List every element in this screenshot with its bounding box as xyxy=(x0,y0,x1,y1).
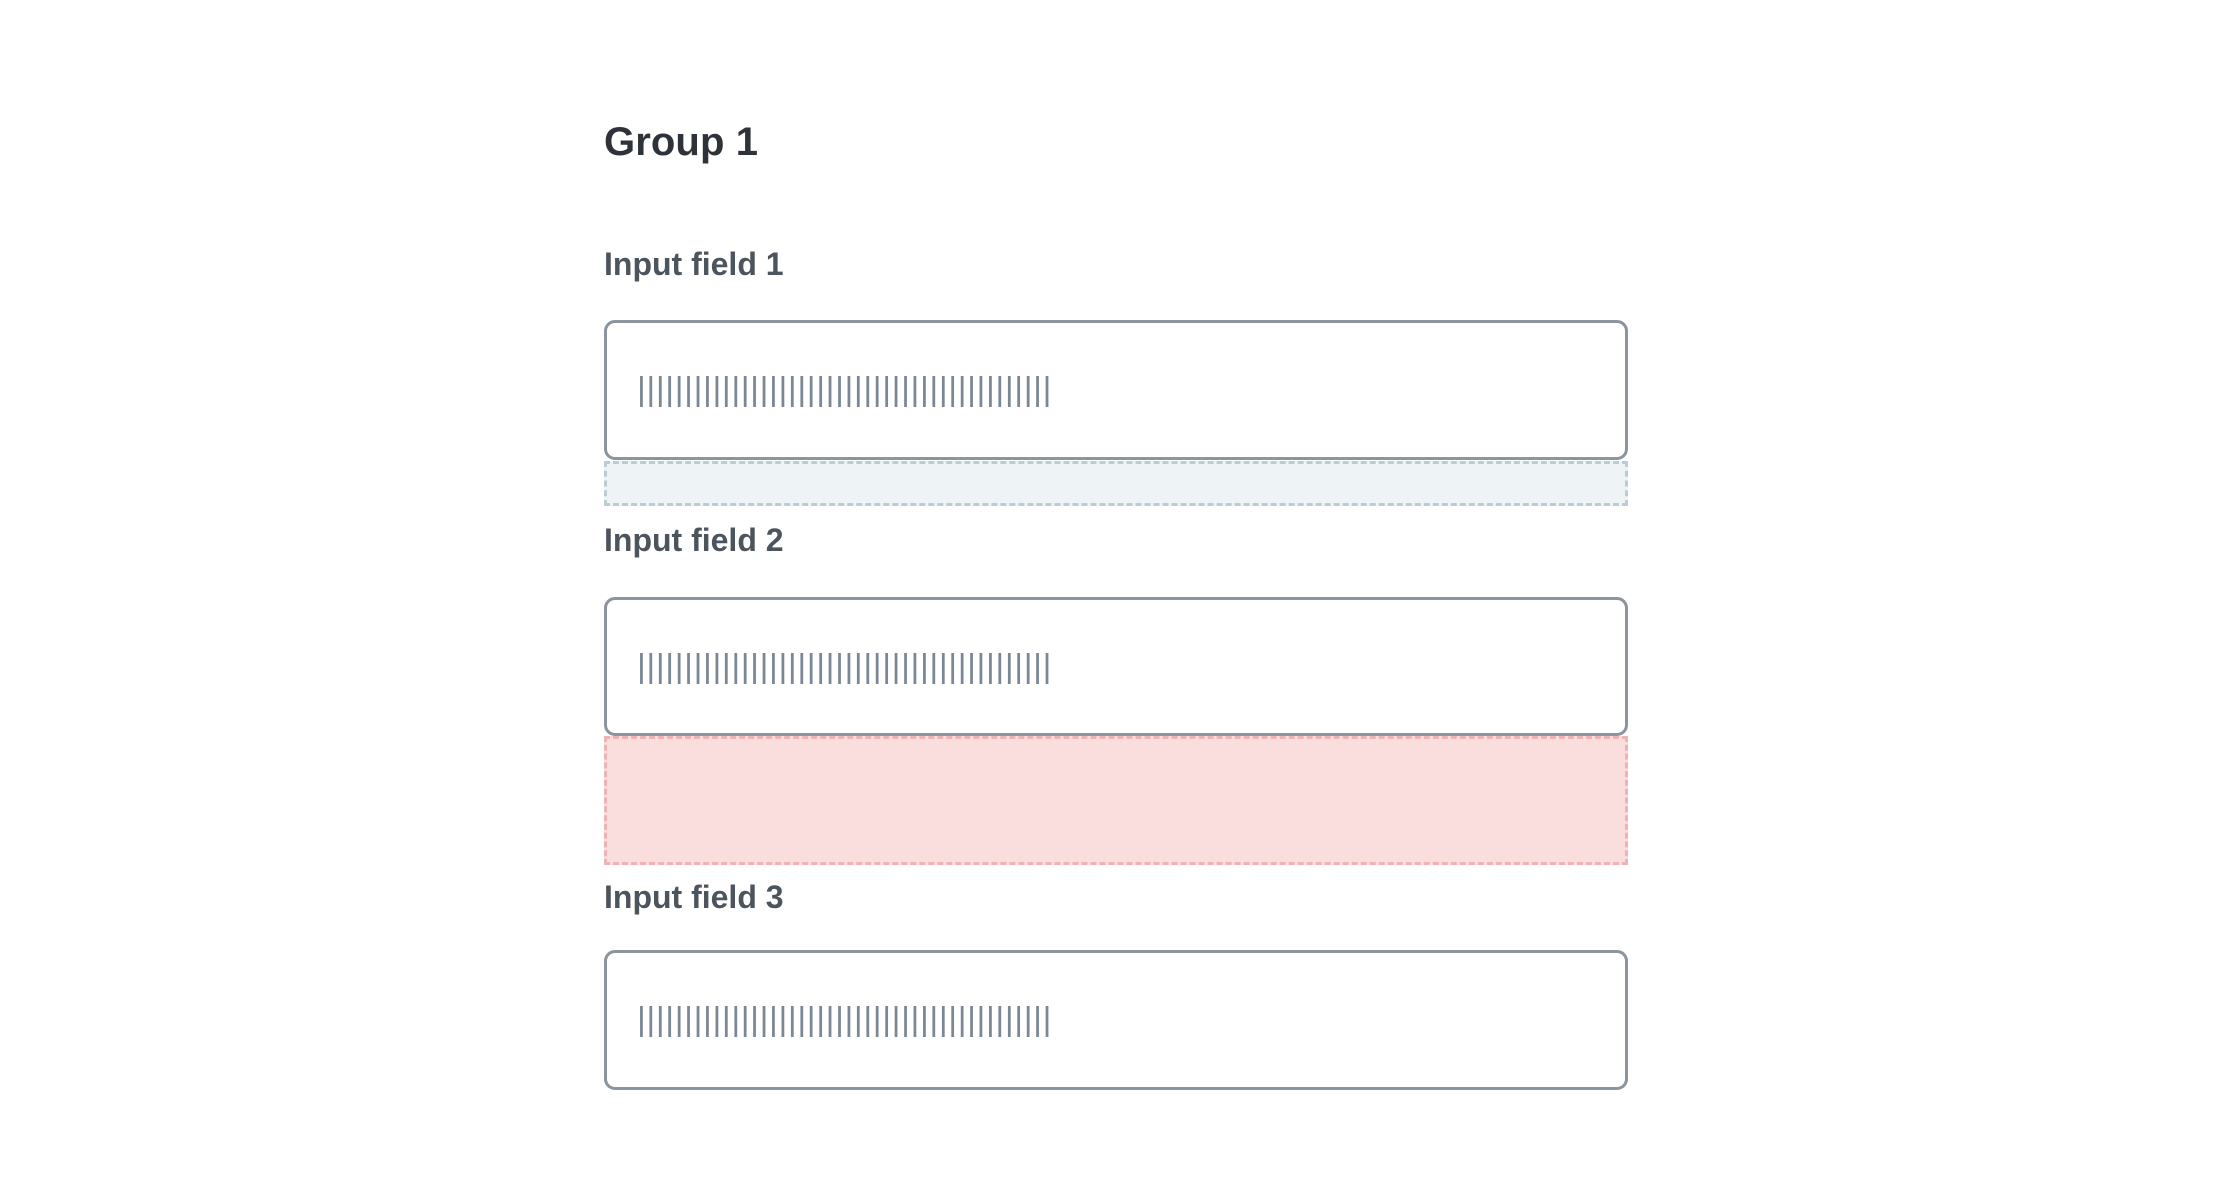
input-field-3[interactable]: ||||||||||||||||||||||||||||||||||||||||… xyxy=(604,950,1628,1090)
input-field-1-value: ||||||||||||||||||||||||||||||||||||||||… xyxy=(637,373,1053,407)
page-title: Group 1 xyxy=(604,120,759,164)
input-field-1-validation-band xyxy=(604,461,1628,506)
input-field-3-label: Input field 3 xyxy=(604,879,784,915)
input-field-2-validation-band xyxy=(604,736,1628,865)
input-field-1[interactable]: ||||||||||||||||||||||||||||||||||||||||… xyxy=(604,320,1628,460)
input-field-2[interactable]: ||||||||||||||||||||||||||||||||||||||||… xyxy=(604,597,1628,736)
input-field-3-value: ||||||||||||||||||||||||||||||||||||||||… xyxy=(637,1003,1053,1037)
input-field-2-value: ||||||||||||||||||||||||||||||||||||||||… xyxy=(637,649,1053,684)
input-field-1-label: Input field 1 xyxy=(604,246,784,282)
input-field-2-label: Input field 2 xyxy=(604,522,784,558)
